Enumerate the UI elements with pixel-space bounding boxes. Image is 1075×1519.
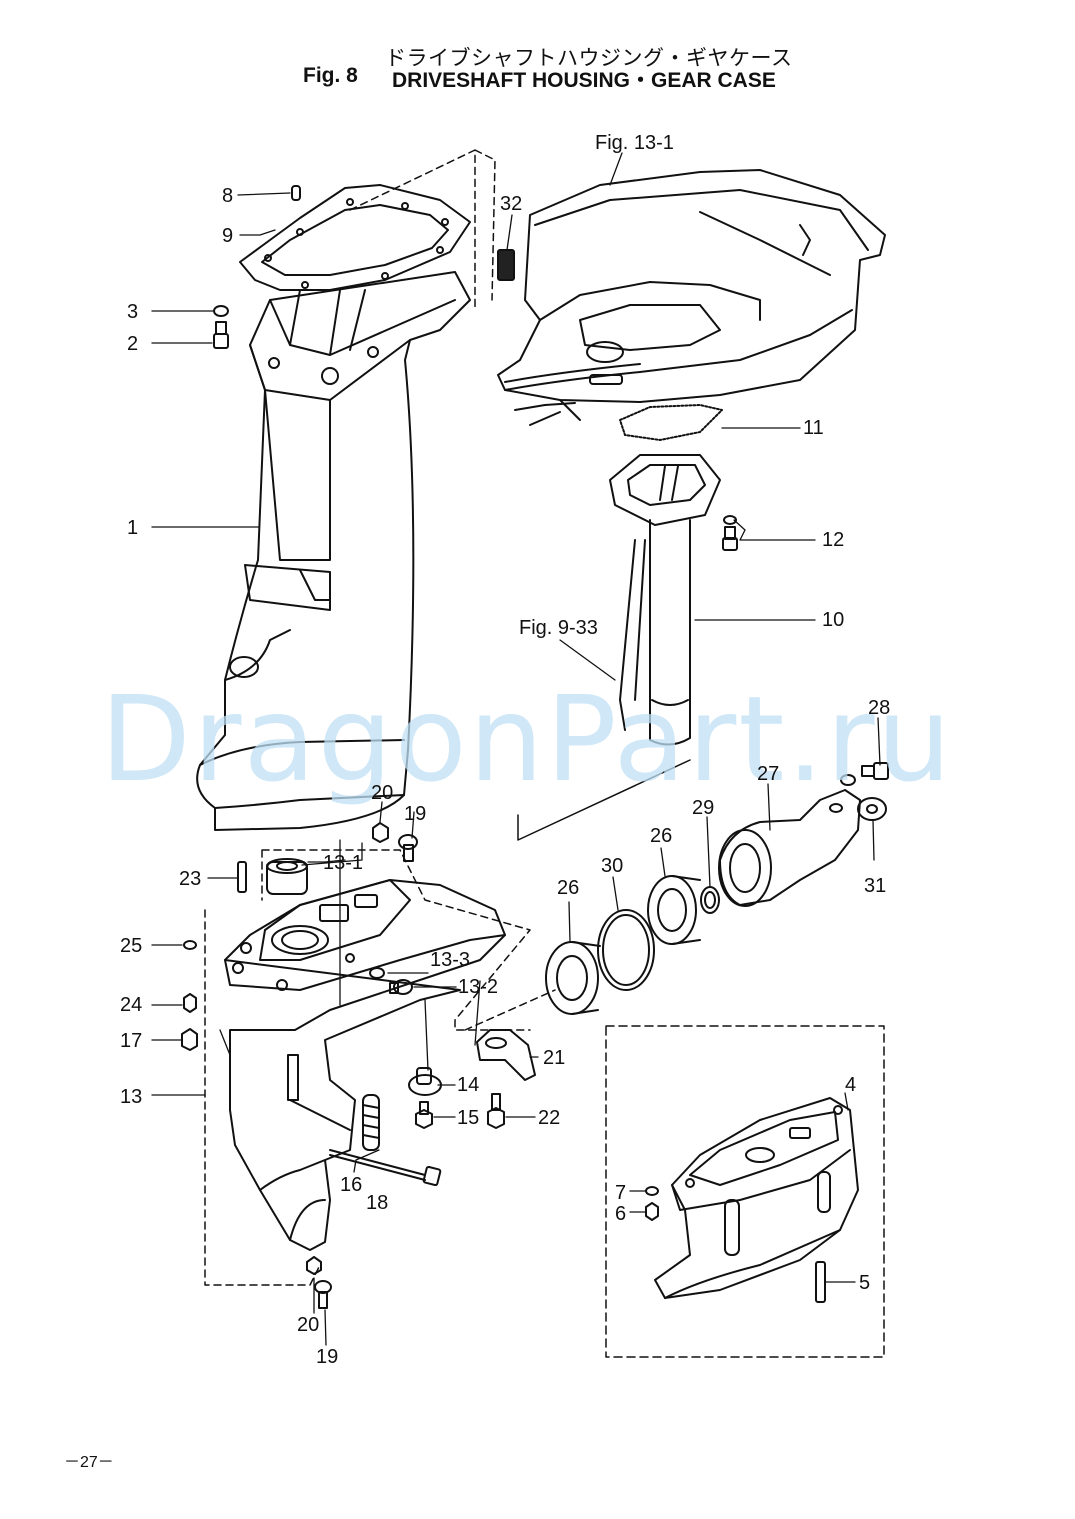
callout-5: 5	[859, 1272, 871, 1294]
dowel-pin	[291, 185, 301, 201]
assembly-line-2	[464, 989, 556, 1031]
stud-23	[237, 861, 247, 893]
callout-29: 29	[692, 797, 715, 819]
driveshaft-housing	[196, 271, 471, 831]
oil-seal	[266, 858, 308, 895]
stud-5	[815, 1261, 826, 1303]
callout-22: 22	[538, 1107, 561, 1129]
bolt-2	[213, 321, 229, 349]
callout-14: 14	[457, 1074, 480, 1096]
callout-4: 4	[845, 1074, 857, 1096]
callout-13: 13	[120, 1086, 143, 1108]
callout-12: 12	[822, 529, 845, 551]
callout-2: 2	[127, 333, 139, 355]
rubber-mount-32	[497, 249, 515, 281]
screw-19-bottom	[314, 1280, 332, 1309]
washer-13-3	[369, 967, 385, 979]
callout-13-3: 13-3	[430, 949, 471, 971]
callout-3: 3	[127, 301, 139, 323]
callout-17: 17	[120, 1030, 143, 1052]
ref-fig-9-33: Fig. 9-33	[519, 617, 598, 639]
nut-20-bottom	[306, 1256, 322, 1275]
trim-tab-anode	[476, 1029, 536, 1081]
callout-20-top: 20	[371, 782, 394, 804]
hex-nut-24	[183, 993, 197, 1013]
bearing-26-upper	[647, 875, 701, 945]
callout-27: 27	[757, 763, 780, 785]
flange-14	[408, 1067, 442, 1096]
needle-bearing-29	[700, 886, 720, 914]
leader-lines	[151, 152, 881, 1346]
top-gasket	[239, 184, 471, 291]
callout-21: 21	[543, 1047, 566, 1069]
screw-19-top	[398, 834, 418, 862]
gear-case	[224, 879, 506, 1251]
callout-7: 7	[615, 1182, 627, 1204]
screw-13-2	[389, 979, 413, 995]
callout-20-bottom: 20	[297, 1314, 320, 1336]
watermark: DragonPart.ru	[100, 670, 954, 808]
assembly-line-1	[517, 759, 691, 841]
hex-nut-6	[645, 1202, 659, 1221]
callout-25: 25	[120, 935, 143, 957]
ref-fig-13-1: Fig. 13-1	[595, 132, 674, 154]
figure-title: DRIVESHAFT HOUSING・GEAR CASE	[392, 69, 776, 92]
callout-28: 28	[868, 697, 891, 719]
callout-8: 8	[222, 185, 234, 207]
grommet-16	[362, 1094, 380, 1151]
figure-number: Fig. 8	[303, 64, 358, 87]
o-ring-30	[597, 909, 655, 991]
washer-7	[645, 1186, 659, 1196]
bolt-12	[722, 526, 738, 551]
japanese-title: ドライブシャフトハウジング・ギヤケース	[385, 46, 793, 70]
callout-32: 32	[500, 193, 523, 215]
gasket-11	[619, 404, 723, 441]
callout-26-upper: 26	[650, 825, 673, 847]
callout-23: 23	[179, 868, 202, 890]
callout-15: 15	[457, 1107, 480, 1129]
callout-13-2: 13-2	[458, 976, 499, 998]
nut-20-top	[372, 822, 389, 843]
hex-nut-17	[181, 1028, 198, 1051]
washer-25	[183, 940, 197, 950]
washer-28	[840, 774, 856, 786]
callout-10: 10	[822, 609, 845, 631]
inset-box	[605, 1025, 885, 1358]
callout-18: 18	[366, 1192, 389, 1214]
callout-31: 31	[864, 875, 887, 897]
washer-3	[213, 305, 229, 317]
callout-6: 6	[615, 1203, 627, 1225]
washer-12	[723, 515, 737, 525]
callout-26-lower: 26	[557, 877, 580, 899]
callout-11: 11	[803, 417, 824, 439]
dash-frame-2	[204, 849, 531, 1286]
bottom-cowling-ref	[497, 169, 886, 426]
bolt-22	[487, 1093, 505, 1129]
bolt-18	[329, 1149, 442, 1187]
callout-1: 1	[127, 517, 139, 539]
callout-13-1: 13-1	[323, 852, 364, 874]
callout-19-top: 19	[404, 803, 427, 825]
callout-24: 24	[120, 994, 143, 1016]
page-number: －27－	[64, 1454, 114, 1471]
bolt-15	[415, 1101, 433, 1129]
callout-9: 9	[222, 225, 234, 247]
washer-31	[857, 797, 887, 821]
callout-30: 30	[601, 855, 624, 877]
callout-16: 16	[340, 1174, 363, 1196]
bearing-26-lower	[545, 941, 601, 1015]
callout-19-bottom: 19	[316, 1346, 339, 1368]
dash-frame-1	[349, 149, 496, 311]
o-ring-30-inner	[602, 914, 650, 986]
exhaust-tube	[609, 454, 721, 746]
bolt-28	[861, 762, 889, 780]
